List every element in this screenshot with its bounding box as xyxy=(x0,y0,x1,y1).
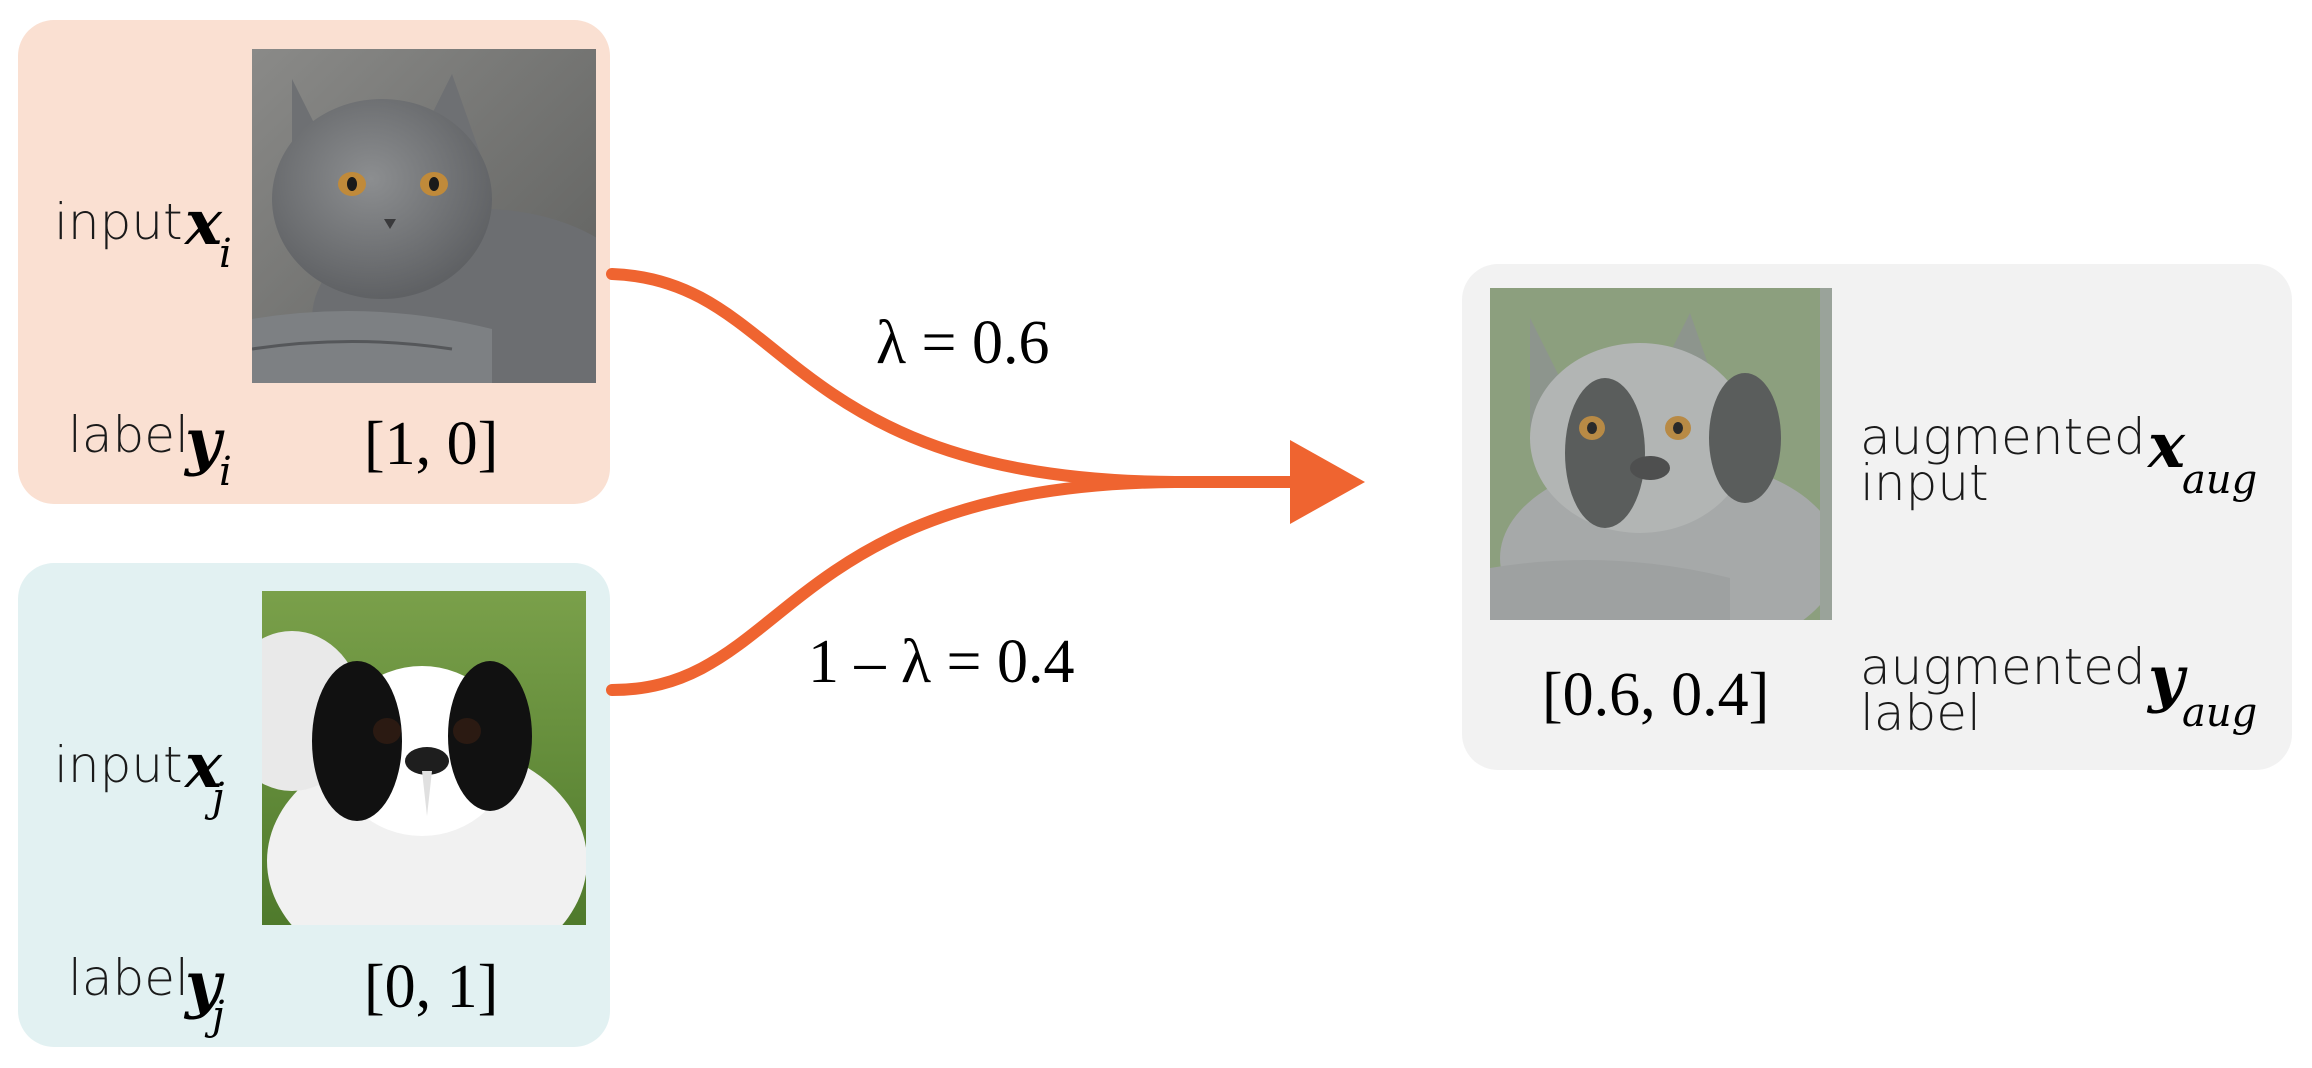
one-minus-lambda-weight: 1 – λ = 0.4 xyxy=(808,628,1075,696)
input-i-label: input xyxy=(54,193,183,251)
input-j-label: input xyxy=(54,736,183,794)
blended-photo-icon xyxy=(1490,288,1832,620)
augmented-label-value: [0.6, 0.4] xyxy=(1542,661,1770,729)
augmented-label-line2: label xyxy=(1860,684,1981,742)
cat-photo-icon xyxy=(252,49,596,383)
label-i-subscript: i xyxy=(219,449,232,495)
label-j-subscript: j xyxy=(212,993,225,1039)
label-i-variable: y xyxy=(185,405,222,478)
augmented-input-line1: augmented xyxy=(1860,408,2146,466)
label-j-variable: y xyxy=(185,948,222,1021)
lambda-weight: λ = 0.6 xyxy=(876,309,1050,377)
label-i-value: [1, 0] xyxy=(364,410,499,478)
augmented-label-line1: augmented xyxy=(1860,638,2146,696)
arrow-from-j xyxy=(606,476,1181,696)
arrow-head xyxy=(1290,440,1365,524)
input-i-variable: x xyxy=(185,186,222,259)
input-j-variable: x xyxy=(185,729,222,802)
input-i-subscript: i xyxy=(219,231,232,277)
label-i-label: label xyxy=(68,406,189,464)
augmented-input-subscript: aug xyxy=(2182,457,2258,503)
augmented-input-line2: input xyxy=(1860,454,1989,512)
augmented-label-variable: y xyxy=(2148,642,2185,715)
dog-photo-icon xyxy=(262,591,586,925)
augmented-label-subscript: aug xyxy=(2182,690,2258,736)
arrow-from-i xyxy=(606,268,1181,488)
augmented-input-variable: x xyxy=(2148,409,2185,482)
label-j-value: [0, 1] xyxy=(364,953,499,1021)
input-j-subscript: j xyxy=(212,775,225,821)
label-j-label: label xyxy=(68,949,189,1007)
